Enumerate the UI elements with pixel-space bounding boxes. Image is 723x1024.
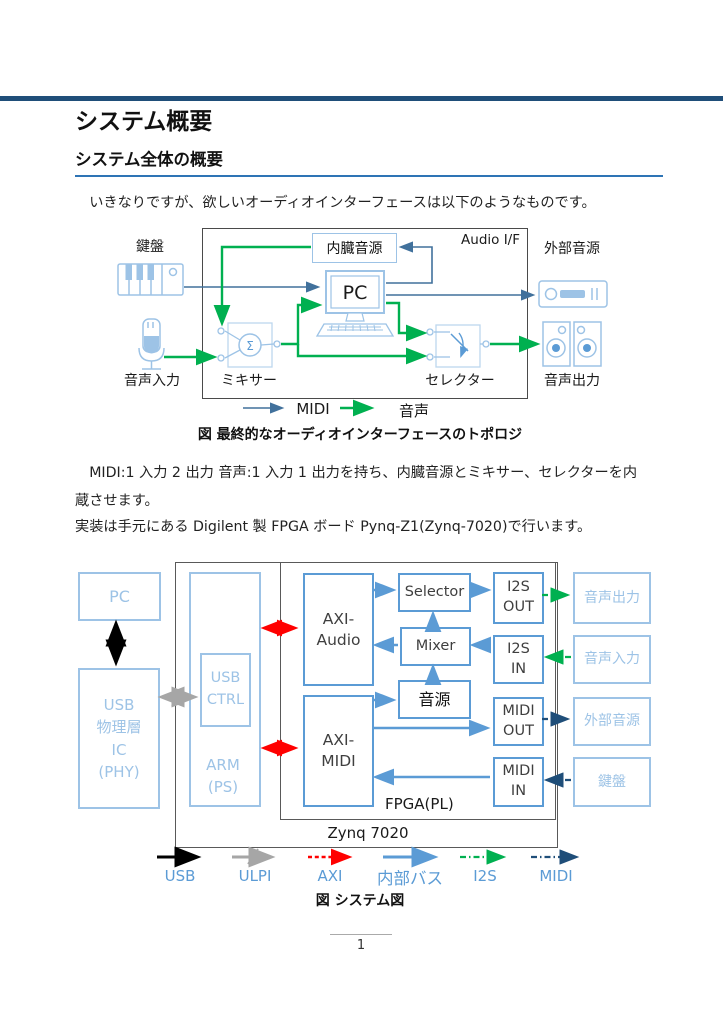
section-heading: システム全体の概要: [75, 150, 224, 169]
legend-label-ulpi: ULPI: [238, 867, 272, 885]
usb-ctrl-label: USB CTRL: [206, 670, 245, 708]
keyboard-box-label: 鍵盤: [598, 773, 626, 790]
pc-box: PC: [78, 572, 161, 621]
i2s-in-label: I2S IN: [507, 640, 530, 677]
sound-source-label: 音源: [418, 689, 451, 709]
audio-output-box-label: 音声出力: [584, 589, 640, 606]
audio-input-box-label: 音声入力: [584, 651, 640, 667]
footer-rule: [330, 934, 392, 935]
arm-ps-label: ARM (PS): [206, 756, 240, 796]
paragraph-spec: MIDI:1 入力 2 出力 音声:1 入力 1 出力を持ち、内臓音源とミキサー…: [75, 465, 638, 509]
axi-audio-label: AXI- Audio: [316, 609, 361, 649]
zynq-label: Zynq 7020: [327, 824, 409, 842]
audio-input-label: 音声入力: [124, 373, 180, 389]
selector-box-label: Selector: [404, 583, 465, 600]
microphone-icon: [138, 318, 165, 370]
legend-label-usb: USB: [164, 867, 196, 885]
external-source-label: 外部音源: [544, 241, 600, 257]
external-source-box-label: 外部音源: [584, 713, 640, 729]
fpga-label: FPGA(PL): [385, 795, 454, 813]
selector-label: セレクター: [425, 373, 495, 389]
keyboard-box: 鍵盤: [573, 757, 651, 807]
legend-label-internal-bus: 内部バス: [377, 869, 443, 888]
usb-phy-box: USB 物理層 IC (PHY): [78, 668, 160, 809]
figure1-caption: 図 最終的なオーディオインターフェースのトポロジ: [197, 427, 523, 443]
external-source-icon: [538, 280, 608, 308]
mixer-box: Mixer: [400, 627, 471, 666]
i2s-in-box: I2S IN: [493, 635, 544, 684]
legend-label-i2s: I2S: [473, 867, 497, 885]
audio-input-box: 音声入力: [573, 635, 651, 684]
midi-in-box: MIDI IN: [493, 757, 544, 807]
axi-audio-box: AXI- Audio: [303, 573, 374, 686]
mixer-label: ミキサー: [221, 373, 277, 389]
i2s-out-label: I2S OUT: [503, 579, 534, 615]
mixer-box-label: Mixer: [415, 637, 456, 654]
i2s-out-box: I2S OUT: [493, 572, 544, 624]
axi-midi-box: AXI- MIDI: [303, 695, 374, 807]
page-number: 1: [356, 938, 366, 953]
page-title: システム概要: [75, 109, 213, 135]
midi-out-box: MIDI OUT: [493, 697, 544, 746]
midi-in-label: MIDI IN: [502, 763, 535, 799]
axi-midi-label: AXI- MIDI: [321, 731, 356, 770]
sound-source-box: 音源: [398, 680, 471, 719]
midi-out-label: MIDI OUT: [502, 702, 535, 739]
keyboard-icon: [117, 263, 184, 296]
figure1-legend-audio-label: 音声: [398, 402, 429, 420]
internal-source-label: 内臓音源: [326, 241, 383, 257]
paragraph-intro: いきなりですが、欲しいオーディオインターフェースは以下のようなものです。: [89, 195, 596, 211]
pc-box-label: PC: [109, 586, 130, 606]
figure1-audio-if-frame: [202, 228, 528, 399]
speakers-icon: [542, 321, 602, 367]
usb-phy-label: USB 物理層 IC (PHY): [96, 695, 142, 782]
keyboard-label: 鍵盤: [136, 239, 164, 255]
usb-ctrl-box: USB CTRL: [200, 653, 251, 727]
section-underline: [75, 175, 663, 177]
audio-output-label: 音声出力: [544, 373, 600, 389]
legend-ulpi-arrow: [232, 846, 276, 868]
audio-output-box: 音声出力: [573, 572, 651, 624]
top-rule: [0, 96, 723, 101]
legend-label-axi: AXI: [317, 867, 343, 885]
paragraph-implementation: 実装は手元にある Digilent 製 FPGA ボード Pynq-Z1(Zyn…: [75, 519, 592, 535]
legend-label-midi: MIDI: [539, 867, 573, 885]
selector-box: Selector: [398, 573, 471, 612]
figure1-legend-midi-label: MIDI: [296, 400, 330, 418]
figure2-caption: 図 システム図: [315, 893, 405, 909]
fpga-frame: [280, 562, 556, 820]
internal-source-box: 内臓音源: [312, 233, 397, 263]
audio-if-label: Audio I/F: [461, 232, 520, 248]
external-source-box: 外部音源: [573, 697, 651, 746]
